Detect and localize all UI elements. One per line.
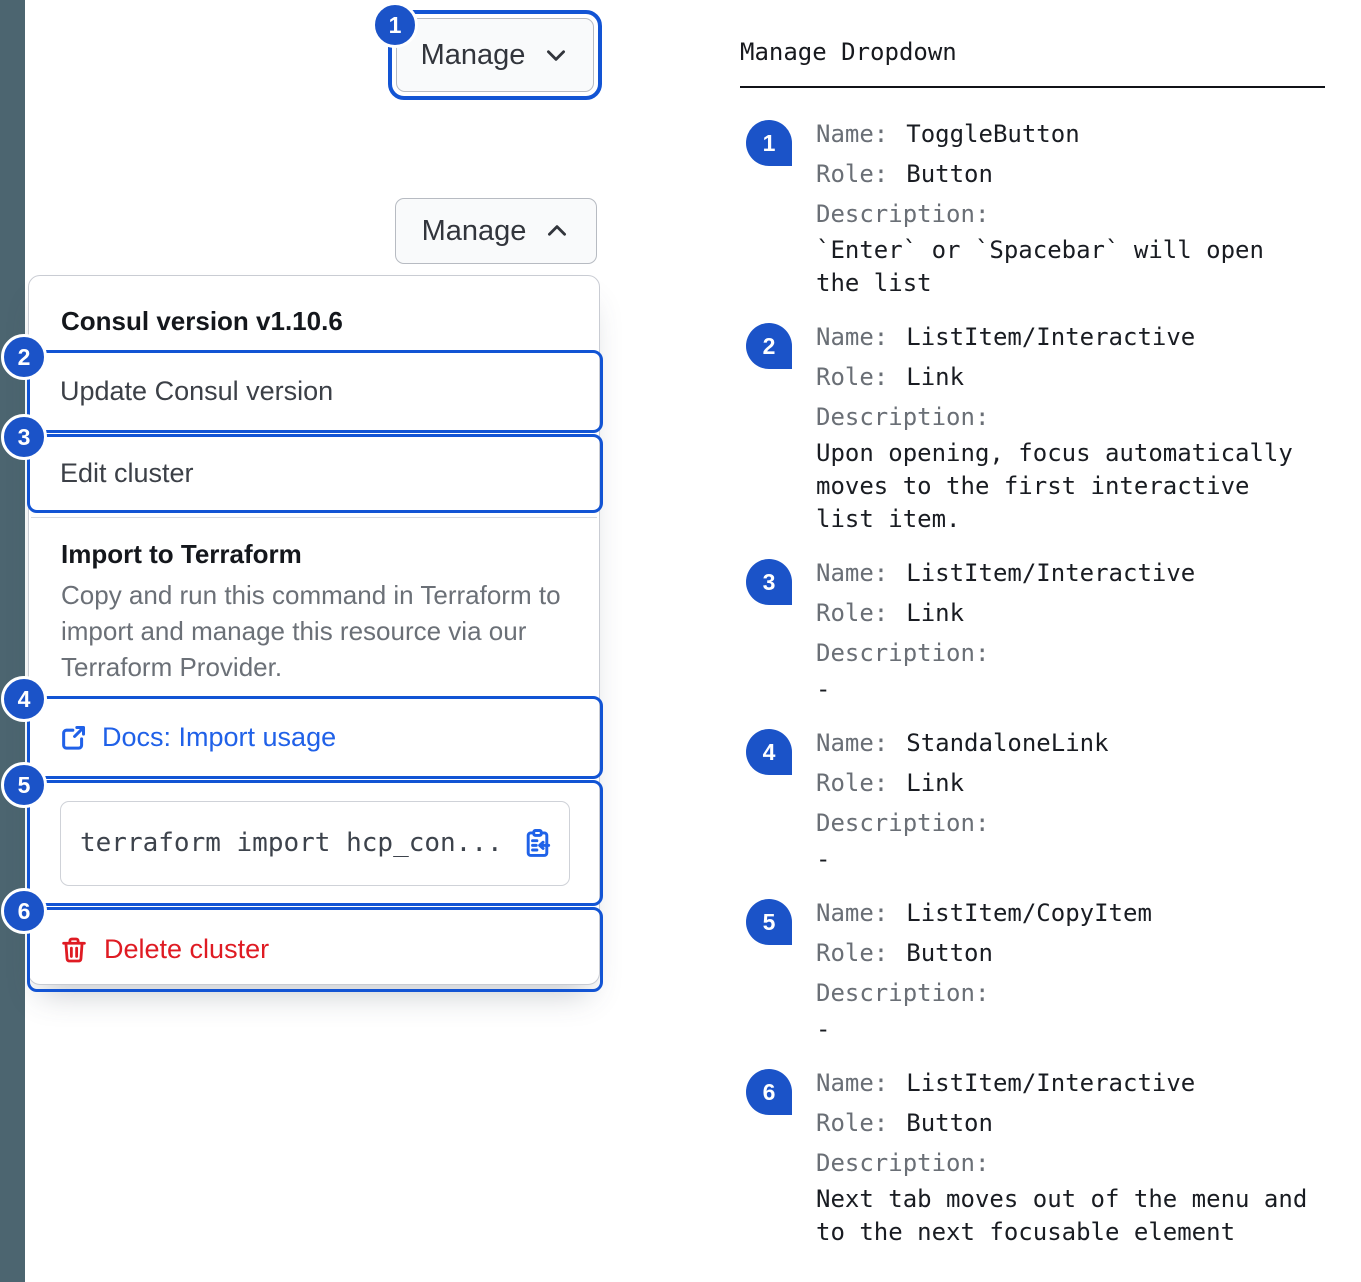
description-label: Description: (816, 403, 990, 431)
menu-item-delete-cluster[interactable]: Delete cluster (27, 907, 603, 992)
role-value: Link (906, 599, 965, 627)
legend-title: Manage Dropdown (740, 38, 957, 66)
legend-badge-1: 1 (746, 120, 792, 166)
menu-item-copy-command[interactable]: terraform import hcp_con... (27, 780, 603, 906)
name-value: ListItem/CopyItem (906, 899, 1152, 927)
description-label: Description: (816, 639, 990, 667)
manage-toggle-focus-ring: Manage (388, 10, 602, 100)
role-value: Button (906, 160, 993, 188)
manage-dropdown-panel: Consul version v1.10.6 Update Consul ver… (27, 275, 603, 992)
legend-badge-2: 2 (746, 323, 792, 369)
external-link-icon (60, 724, 87, 751)
name-value: ToggleButton (906, 120, 1080, 148)
delete-cluster-label: Delete cluster (104, 934, 270, 964)
name-label: Name: (816, 559, 889, 587)
menu-item-edit-cluster[interactable]: Edit cluster (27, 434, 603, 513)
legend-item-3: 3 Name: ListItem/Interactive Role: Link De… (740, 553, 1325, 706)
name-value: ListItem/Interactive (906, 559, 1196, 587)
description-value: - (816, 1015, 831, 1043)
manage-toggle-button-open[interactable]: Manage (395, 198, 597, 264)
description-label: Description: (816, 1149, 990, 1177)
description-value: Next tab moves out of the menu and to th… (816, 1185, 1308, 1246)
description-value: - (816, 675, 831, 703)
docs-import-usage-label: Docs: Import usage (102, 722, 337, 752)
role-label: Role: (816, 160, 889, 188)
update-consul-version-label: Update Consul version (60, 376, 334, 406)
annotation-badge-5: 5 (1, 762, 47, 808)
role-label: Role: (816, 769, 889, 797)
annotation-badge-4: 4 (1, 676, 47, 722)
annotation-badge-1: 1 (372, 2, 418, 48)
name-label: Name: (816, 323, 889, 351)
manage-toggle-label: Manage (420, 38, 526, 71)
description-label: Description: (816, 979, 990, 1007)
description-value: - (816, 845, 831, 873)
role-label: Role: (816, 363, 889, 391)
name-label: Name: (816, 120, 889, 148)
legend-item-1: 1 Name: ToggleButton Role: Button Descript… (740, 114, 1325, 300)
role-label: Role: (816, 939, 889, 967)
chevron-down-icon (543, 42, 569, 68)
annotation-badge-3: 3 (1, 414, 47, 460)
legend-item-5: 5 Name: ListItem/CopyItem Role: Button Des… (740, 893, 1325, 1046)
annotation-badge-6: 6 (1, 888, 47, 934)
legend-badge-6: 6 (746, 1069, 792, 1115)
legend-item-4: 4 Name: StandaloneLink Role: Link Descript… (740, 723, 1325, 876)
role-value: Link (906, 769, 965, 797)
chevron-up-icon (544, 218, 570, 244)
annotation-badge-2: 2 (1, 334, 47, 380)
consul-version-header: Consul version v1.10.6 (61, 306, 343, 336)
name-value: ListItem/Interactive (906, 1069, 1196, 1097)
name-value: StandaloneLink (906, 729, 1109, 757)
legend-item-6: 6 Name:ListItem/Interactive Role:Button … (740, 1063, 1325, 1249)
menu-divider (31, 517, 597, 518)
copy-command-text: terraform import hcp_con... (80, 828, 503, 858)
menu-item-docs-import-usage[interactable]: Docs: Import usage (27, 696, 603, 779)
legend-badge-4: 4 (746, 729, 792, 775)
edit-cluster-label: Edit cluster (60, 458, 194, 488)
manage-toggle-button-closed[interactable]: Manage (396, 18, 594, 92)
description-label: Description: (816, 809, 990, 837)
legend-divider (740, 86, 1325, 88)
manage-toggle-open-label: Manage (421, 214, 527, 247)
role-value: Link (906, 363, 965, 391)
role-label: Role: (816, 1109, 889, 1137)
role-value: Button (906, 939, 993, 967)
import-to-terraform-description: Copy and run this command in Terraform t… (61, 580, 561, 682)
legend-item-2: 2 Name: ListItem/Interactive Role: Link De… (740, 317, 1325, 536)
name-label: Name: (816, 899, 889, 927)
trash-icon (60, 936, 88, 964)
name-label: Name: (816, 1069, 889, 1097)
legend-badge-5: 5 (746, 899, 792, 945)
import-to-terraform-title: Import to Terraform (61, 539, 302, 569)
role-label: Role: (816, 599, 889, 627)
clipboard-copy-icon[interactable] (522, 828, 553, 859)
description-value: Upon opening, focus automatically moves … (816, 439, 1293, 533)
legend-panel: Manage Dropdown 1 Name: ToggleButton Role… (740, 38, 1325, 1266)
legend-badge-3: 3 (746, 559, 792, 605)
description-value: `Enter` or `Spacebar` will open the list (816, 236, 1264, 297)
left-edge-stripe (0, 0, 25, 1282)
role-value: Button (906, 1109, 993, 1137)
copy-command-field[interactable]: terraform import hcp_con... (60, 800, 570, 886)
name-label: Name: (816, 729, 889, 757)
description-label: Description: (816, 200, 990, 228)
name-value: ListItem/Interactive (906, 323, 1196, 351)
menu-item-update-consul-version[interactable]: Update Consul version (27, 350, 603, 433)
